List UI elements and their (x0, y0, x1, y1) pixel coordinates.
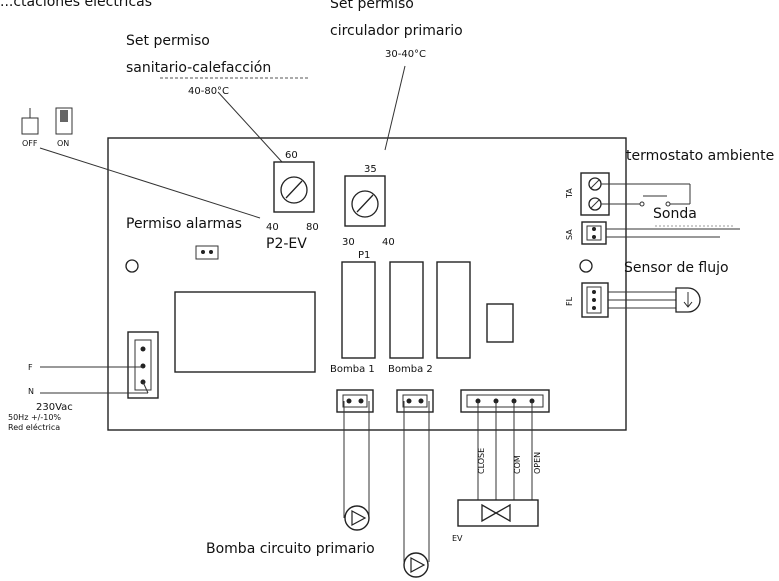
bomba-2-label: Bomba 2 (388, 364, 433, 375)
set-permiso-sanitario-line2: sanitario-calefacción (126, 60, 271, 76)
label-close: CLOSE (477, 448, 486, 474)
circulador-range: 30-40°C (385, 49, 426, 60)
p1-leader-line (384, 65, 406, 151)
set-permiso-circulador-line2: circulador primario (330, 23, 463, 39)
switch-off-label: OFF (22, 139, 38, 148)
alarm-switch: OFF ON (21, 107, 73, 148)
power-connector (127, 331, 159, 399)
valve-ev (457, 499, 539, 527)
alarm-leader-line (39, 147, 261, 219)
mounting-hole-left (125, 259, 139, 273)
set-permiso-circulador-line1: Set permiso (330, 0, 414, 12)
dial-p2-left: 40 (266, 222, 279, 233)
dial-p2-top: 60 (285, 150, 298, 161)
dial-p2-name: P2-EV (266, 236, 307, 252)
fl-connector (581, 282, 609, 318)
ta-connector (580, 172, 610, 216)
dial-p1: 35 30 40 P1 (342, 164, 395, 261)
dial-p1-name: P1 (358, 250, 370, 261)
thermostat-wiring (601, 183, 691, 207)
red-electrica-freq: 50Hz +/-10% (8, 413, 61, 422)
termostato-ambiente-label: termostato ambiente (626, 148, 774, 164)
label-n: N (28, 387, 34, 396)
bomba-1-connector (336, 389, 374, 413)
sanitario-range: 40-80°C (188, 86, 229, 97)
bomba-1-label: Bomba 1 (330, 364, 375, 375)
bomba-circuito-primario-label: Bomba circuito primario (206, 541, 375, 557)
bomba-2-connector (396, 389, 434, 413)
header-title: ...ctaciones eléctricas (0, 0, 152, 10)
sonda-wiring (606, 225, 740, 238)
small-relay (486, 303, 514, 343)
ev-label: EV (452, 534, 463, 543)
mounting-hole-right (579, 259, 593, 273)
sensor-de-flujo-label: Sensor de flujo (624, 260, 729, 276)
valve-connector (460, 389, 550, 413)
switch-on-label: ON (57, 139, 69, 148)
pump-2 (403, 552, 429, 578)
label-f: F (28, 363, 33, 372)
dial-p2-right: 80 (306, 222, 319, 233)
dial-p1-top: 35 (364, 164, 377, 175)
sa-connector (581, 221, 607, 245)
red-electrica-label: Red eléctrica (8, 422, 60, 432)
label-ta: TA (565, 188, 574, 199)
flow-sensor-wiring (608, 287, 701, 313)
relay-1 (341, 261, 376, 359)
transformer (174, 291, 316, 373)
dial-p1-right: 40 (382, 237, 395, 248)
red-electrica-voltage: 230Vac (36, 402, 73, 413)
set-permiso-sanitario-line1: Set permiso (126, 33, 210, 49)
relay-3 (436, 261, 471, 359)
relay-2 (389, 261, 424, 359)
p2-leader-line (217, 91, 283, 163)
alarm-jumper (195, 245, 219, 260)
pump-1 (344, 505, 370, 531)
dial-p2-ev: 60 40 80 P2-EV (266, 150, 319, 252)
permiso-alarmas-label: Permiso alarmas (126, 216, 242, 232)
sonda-label: Sonda (653, 206, 697, 222)
label-open: OPEN (533, 452, 542, 474)
label-com: COM (513, 455, 522, 474)
label-fl: FL (565, 296, 574, 306)
dial-p1-left: 30 (342, 237, 355, 248)
label-sa: SA (565, 229, 574, 240)
